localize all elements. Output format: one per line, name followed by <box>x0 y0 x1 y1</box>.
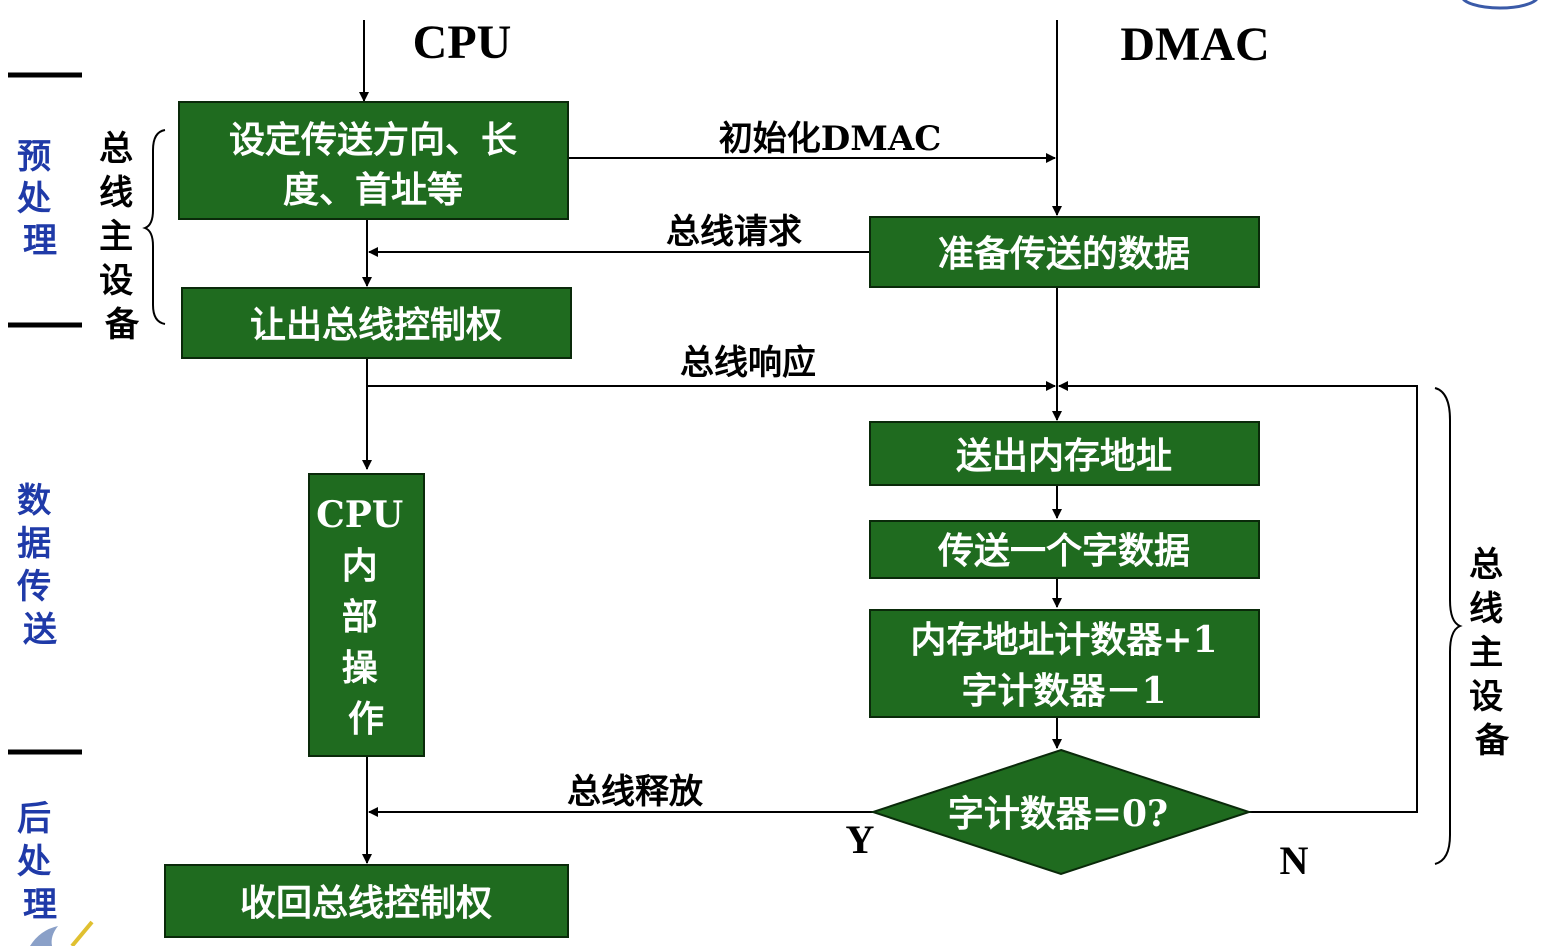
check-zero-decision: 字计数器=0? <box>869 748 1253 876</box>
bus-ack-label: 总线响应 <box>680 343 816 383</box>
left-brace <box>142 129 166 325</box>
box-text: 字计数器－1 <box>961 670 1166 712</box>
init-dmac-label: 初始化DMAC <box>719 119 942 159</box>
yes-label: Y <box>846 817 875 862</box>
transfer-word-box: 传送一个字数据 <box>869 520 1260 579</box>
reclaim-bus-box: 收回总线控制权 <box>164 864 569 938</box>
box-text: CPU 内 部 操 作 <box>316 494 416 740</box>
cpu-internal-box: CPU 内 部 操 作 <box>308 473 425 757</box>
box-text: 内存地址计数器+1 <box>910 619 1217 661</box>
box-text: 准备传送的数据 <box>938 233 1190 275</box>
no-label: N <box>1280 838 1309 883</box>
quill-icon <box>30 920 94 946</box>
box-text: 字计数器=0? <box>948 793 1168 835</box>
phase-label-preprocess: 预 处 理 <box>16 137 63 261</box>
bus-master-label-right: 总 线 主 设 备 <box>1469 545 1515 761</box>
counters-box: 内存地址计数器+1 字计数器－1 <box>869 609 1260 718</box>
box-text: 让出总线控制权 <box>250 304 502 346</box>
bus-request-label: 总线请求 <box>666 212 802 252</box>
bus-master-label-left: 总 线 主 设 备 <box>99 129 145 345</box>
send-address-box: 送出内存地址 <box>869 421 1260 486</box>
box-text: 设定传送方向、长 <box>229 119 517 161</box>
box-text: 传送一个字数据 <box>937 530 1190 572</box>
prepare-data-box: 准备传送的数据 <box>869 216 1260 288</box>
box-text: 送出内存地址 <box>956 435 1172 477</box>
set-params-box: 设定传送方向、长 度、首址等 <box>178 101 569 220</box>
loop-back-arrow <box>1058 381 1418 813</box>
phase-label-transfer: 数 据 传 送 <box>16 481 63 650</box>
box-text: 收回总线控制权 <box>240 882 492 924</box>
bus-release-label: 总线释放 <box>567 772 703 812</box>
dmac-column-header: DMAC <box>1120 18 1269 71</box>
logo-icon <box>1462 0 1538 10</box>
box-text: 度、首址等 <box>283 169 463 211</box>
yield-bus-box: 让出总线控制权 <box>181 287 572 359</box>
cpu-column-header: CPU <box>413 16 512 69</box>
right-brace <box>1434 387 1463 865</box>
phase-label-postprocess: 后 处 理 <box>16 799 63 925</box>
